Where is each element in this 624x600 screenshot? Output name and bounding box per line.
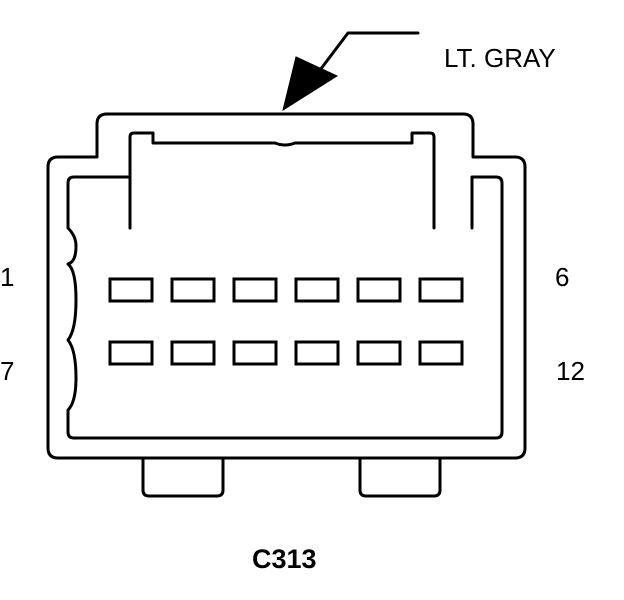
pin-cavity-10 [294,340,340,366]
color-label: LT. GRAY [444,43,556,73]
pin-label-1: 1 [0,262,14,292]
bottom-latch-right [358,456,442,498]
pin-label-7: 7 [0,356,14,386]
connector-inner-wall [66,175,504,440]
pin-cavity-11 [356,340,402,366]
pin-cavity-12 [418,340,464,366]
connector-housing-outline [46,112,527,460]
pin-cavity-6 [418,277,464,303]
connector-name: C313 [252,544,317,574]
pin-cavity-4 [294,277,340,303]
pin-label-6: 6 [555,262,569,292]
color-arrow-icon [282,56,339,112]
bottom-latch-left [141,456,225,498]
pin-cavity-2 [170,277,216,303]
pin-cavity-1 [108,277,154,303]
pin-cavity-8 [170,340,216,366]
pin-label-12: 12 [556,356,585,386]
pin-cavity-5 [356,277,402,303]
color-leader-line [312,31,420,80]
pin-cavity-grid [108,277,464,366]
connector-inner-cavity [128,131,436,230]
pin-cavity-3 [232,277,278,303]
pin-cavity-9 [232,340,278,366]
pin-cavity-7 [108,340,154,366]
